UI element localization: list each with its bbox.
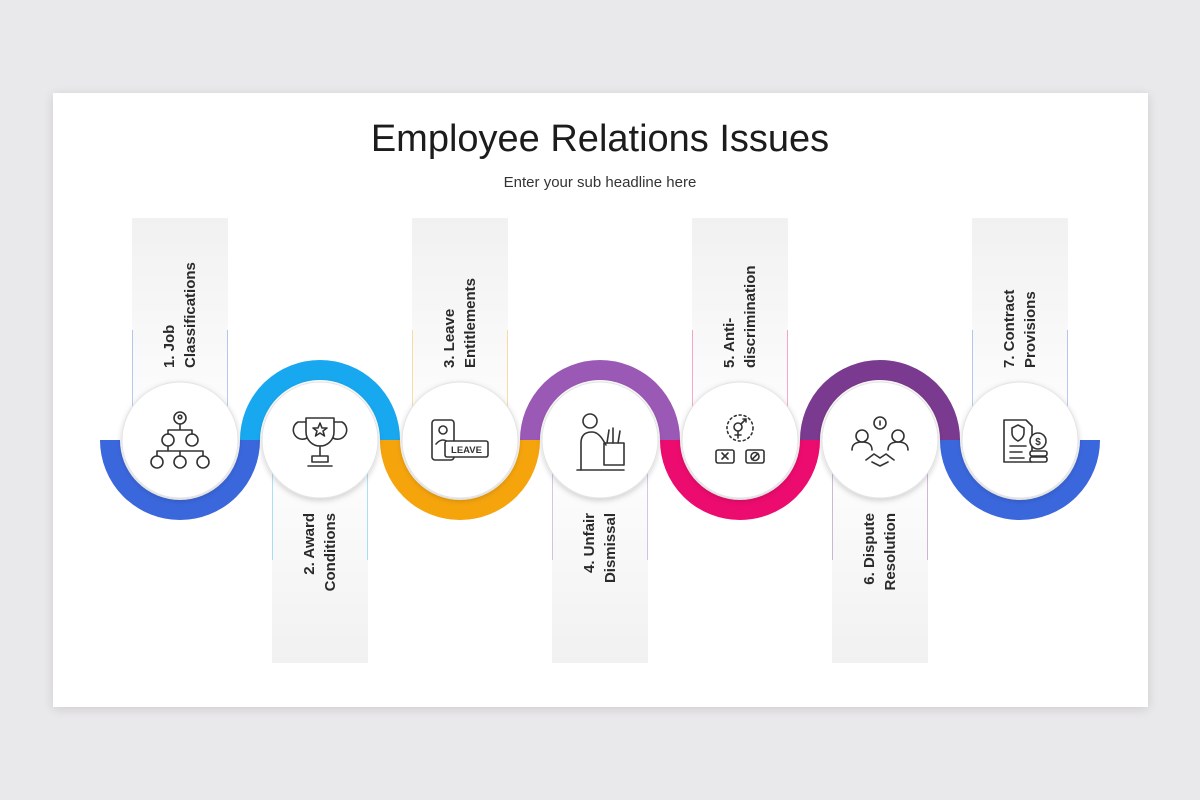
circle-step-1	[121, 381, 239, 499]
step-1-label-line1: 1. Job	[161, 325, 178, 368]
step-2-label-line1: 2. Award	[301, 513, 318, 575]
trophy-icon	[292, 417, 348, 467]
step-5-label-line2: discrimination	[742, 265, 759, 368]
step-1-label-line2: Classifications	[182, 262, 199, 368]
arc-step-6	[800, 360, 960, 441]
step-3-label-line1: 3. Leave	[441, 309, 458, 368]
step-4-label-line2: Dismissal	[602, 513, 619, 583]
handshake-icon	[851, 416, 909, 467]
arc-step-2	[240, 360, 400, 441]
page-subtitle: Enter your sub headline here	[503, 174, 697, 191]
svg-text:$: $	[1035, 437, 1041, 448]
step-7-label-line1: 7. Contract	[1001, 290, 1018, 368]
arc-step-4	[520, 360, 680, 441]
step-6-label-line1: 6. Dispute	[861, 513, 878, 585]
arc-step-3	[380, 439, 540, 520]
contract-icon: $	[1003, 419, 1048, 463]
page-title: Employee Relations Issues	[370, 118, 830, 160]
wave-path	[100, 360, 1100, 520]
arc-step-7	[940, 439, 1100, 520]
step-4-label-line1: 4. Unfair	[581, 513, 598, 573]
leave-icon: LEAVE	[431, 419, 489, 461]
circle-step-6	[821, 381, 939, 499]
leave-icon-text: LEAVE	[451, 445, 482, 456]
circle-step-5	[681, 381, 799, 499]
circle-step-3	[401, 381, 519, 499]
circle-step-4	[541, 381, 659, 499]
arc-step-1	[100, 439, 260, 520]
dismissal-box-icon	[576, 413, 625, 471]
step-5-label-line1: 5. Anti-	[721, 318, 738, 368]
gender-equality-icon	[715, 414, 765, 464]
step-2-label-line2: Conditions	[322, 513, 339, 591]
step-7-label-line2: Provisions	[1022, 291, 1039, 368]
org-chart-icon	[150, 411, 210, 469]
arc-step-5	[660, 439, 820, 520]
circle-step-2	[261, 381, 379, 499]
step-circles	[121, 381, 1079, 499]
step-6-label-line2: Resolution	[882, 513, 899, 591]
step-3-label-line2: Entitlements	[462, 278, 479, 368]
